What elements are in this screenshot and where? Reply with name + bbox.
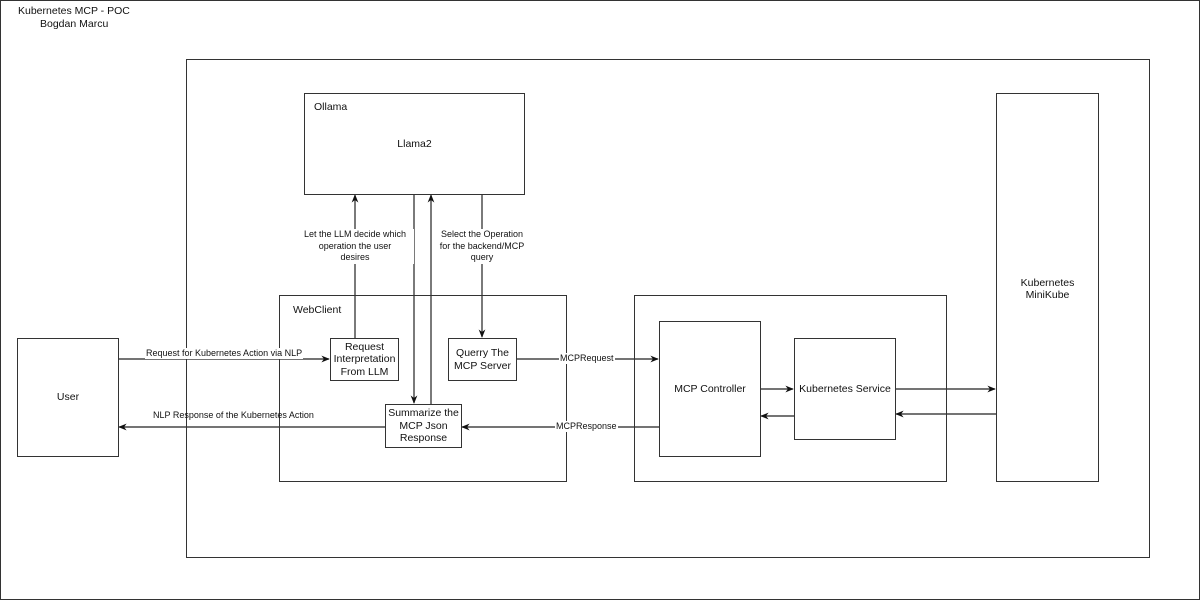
system-container xyxy=(186,59,1150,558)
summarize-line1: Summarize the xyxy=(388,407,459,420)
edge-label-nlp-response: NLP Response of the Kubernetes Action xyxy=(153,410,314,420)
diagram-title: Kubernetes MCP - POC xyxy=(18,5,130,17)
edge-label-mcp-response: MCPResponse xyxy=(555,421,618,432)
request-interpretation-box[interactable]: Request Interpretation From LLM xyxy=(330,338,399,381)
llama2-label: Llama2 xyxy=(397,138,432,150)
query-mcp-line1: Querry The xyxy=(456,347,509,359)
user-box[interactable]: User xyxy=(17,338,119,457)
mcp-controller-label: MCP Controller xyxy=(674,382,746,395)
ollama-box[interactable]: Ollama Llama2 xyxy=(304,93,525,195)
mcp-server-container[interactable] xyxy=(634,295,947,482)
llm-decide-line2: operation the user xyxy=(318,240,392,251)
edge-label-llm-decide: Let the LLM decide which operation the u… xyxy=(296,229,414,264)
summarize-line2: MCP Json xyxy=(399,419,448,432)
minikube-box[interactable]: Kubernetes MiniKube xyxy=(996,93,1099,482)
summarize-line3: Response xyxy=(399,432,448,445)
request-interpretation-line2: Interpretation xyxy=(333,353,396,366)
kubernetes-service-box[interactable]: Kubernetes Service xyxy=(794,338,896,440)
edge-label-select-operation: Select the Operation for the backend/MCP… xyxy=(434,229,530,264)
request-interpretation-line1: Request xyxy=(344,340,385,353)
request-interpretation-line3: From LLM xyxy=(340,365,389,378)
mcp-controller-box[interactable]: MCP Controller xyxy=(659,321,761,457)
user-label: User xyxy=(56,391,80,404)
select-operation-line2: for the backend/MCP xyxy=(439,240,525,251)
webclient-box[interactable]: WebClient xyxy=(279,295,567,482)
summarize-response-box[interactable]: Summarize the MCP Json Response xyxy=(385,404,462,448)
diagram-author: Bogdan Marcu xyxy=(40,18,109,30)
edge-label-mcp-request: MCPRequest xyxy=(559,353,615,364)
kubernetes-service-label: Kubernetes Service xyxy=(799,382,891,395)
ollama-header: Ollama xyxy=(314,101,348,113)
llm-decide-line3: desires xyxy=(340,252,370,262)
query-mcp-line2: MCP Server xyxy=(454,359,511,372)
edge-label-user-request: Request for Kubernetes Action via NLP xyxy=(145,348,304,359)
select-operation-line3: query xyxy=(470,252,494,262)
query-mcp-server-box[interactable]: Querry The MCP Server xyxy=(448,338,517,381)
webclient-header: WebClient xyxy=(293,304,342,316)
minikube-line1: Kubernetes xyxy=(1020,277,1075,289)
minikube-line2: MiniKube xyxy=(1025,289,1070,301)
select-operation-line1: Select the Operation xyxy=(440,229,524,239)
llm-decide-line1: Let the LLM decide which xyxy=(303,229,407,239)
